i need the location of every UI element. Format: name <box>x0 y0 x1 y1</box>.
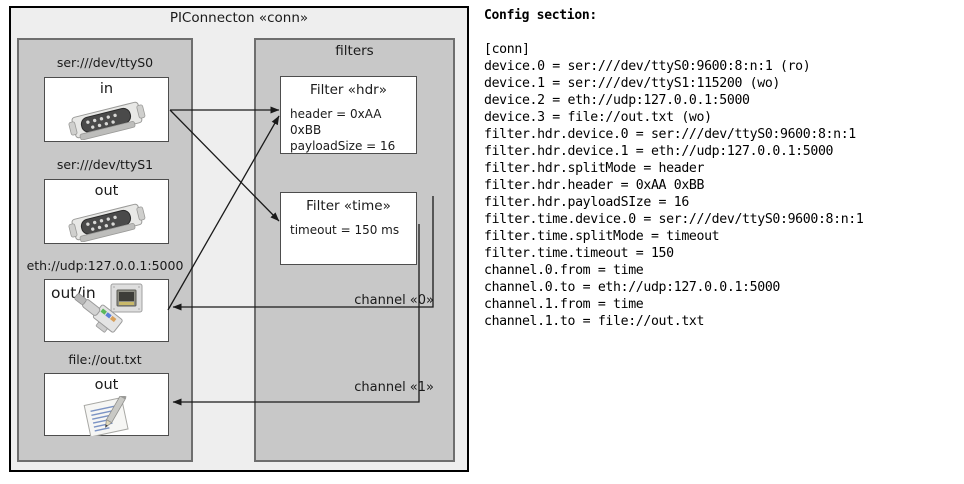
document-pencil-icon <box>77 393 147 440</box>
device-label-eth: eth://udp:127.0.0.1:5000 <box>26 258 184 273</box>
filter-attr: header = 0xAA 0xBB <box>290 107 382 137</box>
device-box-eth[interactable]: out/in <box>44 279 169 342</box>
serial-db9-icon <box>63 202 155 246</box>
config-text: [conn] device.0 = ser:///dev/ttyS0:9600:… <box>484 42 864 329</box>
filter-box-time[interactable]: Filter «time» timeout = 150 ms <box>280 192 417 265</box>
device-label-file: file://out.txt <box>68 352 142 367</box>
filter-attr: timeout = 150 ms <box>290 223 400 237</box>
device-direction-ttyS1: out <box>94 183 119 199</box>
device-box-ttyS1[interactable]: out <box>44 179 169 244</box>
filter-title-time: Filter «time» <box>306 198 391 214</box>
filter-box-hdr[interactable]: Filter «hdr» header = 0xAA 0xBB payloadS… <box>280 76 417 154</box>
channel-label-0: channel «0» <box>354 293 434 308</box>
filters-panel-title: filters <box>335 43 374 59</box>
architecture-diagram: PIConnecton «conn» ser:///dev/ttyS0 in <box>0 0 478 484</box>
ethernet-rj45-icon <box>67 282 167 344</box>
device-label-ttyS0: ser:///dev/ttyS0 <box>56 55 154 70</box>
filter-attrs-time: timeout = 150 ms <box>290 222 399 238</box>
filter-attrs-hdr: header = 0xAA 0xBB payloadSize = 16 <box>290 106 416 154</box>
device-direction-ttyS0: in <box>99 81 114 97</box>
filter-title-hdr: Filter «hdr» <box>310 82 387 98</box>
serial-db9-icon <box>63 100 155 144</box>
filter-attr: payloadSize = 16 <box>290 139 396 153</box>
device-direction-file: out <box>94 377 119 393</box>
config-heading: Config section: <box>484 8 597 23</box>
page-title: PIConnecton «conn» <box>169 10 309 26</box>
device-box-ttyS0[interactable]: in <box>44 77 169 142</box>
channel-label-1: channel «1» <box>354 380 434 395</box>
device-box-file[interactable]: out <box>44 373 169 438</box>
config-section: Config section: [conn] device.0 = ser://… <box>482 0 964 484</box>
device-label-ttyS1: ser:///dev/ttyS1 <box>56 157 154 172</box>
